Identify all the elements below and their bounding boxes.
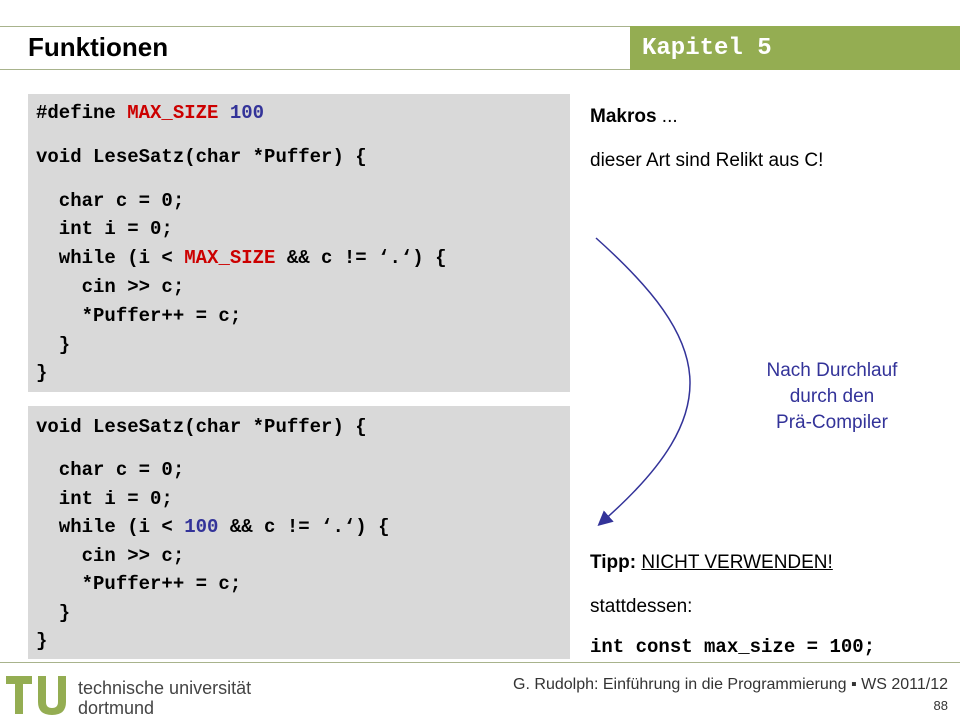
precompiler-label-line-3: Prä-Compiler xyxy=(776,412,888,433)
page-title: Funktionen xyxy=(28,32,169,62)
code-line-close-outer: } xyxy=(36,362,48,384)
code-line-puffer: *Puffer++ = c; xyxy=(36,573,242,595)
stattdessen-note: stattdessen: xyxy=(590,596,693,617)
header-top-line xyxy=(0,26,960,27)
page-number: 88 xyxy=(933,698,948,713)
precompiler-curve-arrow xyxy=(595,237,691,526)
code-line-close-inner: } xyxy=(36,334,71,356)
code-line-int: int i = 0; xyxy=(36,488,173,510)
title-underline xyxy=(0,69,630,70)
code-line-cin: cin >> c; xyxy=(36,545,185,567)
makros-heading: Makros ... xyxy=(590,106,678,127)
tu-logo-icon xyxy=(6,676,66,715)
university-name-line-1: technische universität xyxy=(78,678,252,698)
footer-line xyxy=(0,662,960,663)
code-line-puffer: *Puffer++ = c; xyxy=(36,305,242,327)
code-line-cin: cin >> c; xyxy=(36,276,185,298)
code-line-char: char c = 0; xyxy=(36,459,185,481)
code-block-with-macro: #define MAX_SIZE 100 void LeseSatz(char … xyxy=(28,94,570,392)
code-line-signature: void LeseSatz(char *Puffer) { xyxy=(36,146,367,168)
code-line-while: while (i < 100 && c != ‘.‘) { xyxy=(36,516,390,538)
footer-credit: G. Rudolph: Einführung in die Programmie… xyxy=(513,676,948,693)
university-name-line-2: dortmund xyxy=(78,698,155,718)
code-line-while: while (i < MAX_SIZE && c != ‘.‘) { xyxy=(36,247,447,269)
code-line-char: char c = 0; xyxy=(36,190,185,212)
code-block-expanded: void LeseSatz(char *Puffer) { char c = 0… xyxy=(28,406,570,659)
precompiler-label-line-1: Nach Durchlauf xyxy=(766,360,898,381)
code-line-close-inner: } xyxy=(36,602,71,624)
code-line-define: #define MAX_SIZE 100 xyxy=(36,102,265,124)
const-code-example: int const max_size = 100; xyxy=(590,636,876,658)
precompiler-label-line-2: durch den xyxy=(789,386,875,407)
code-line-signature: void LeseSatz(char *Puffer) { xyxy=(36,416,367,438)
university-name: technische universität dortmund xyxy=(78,678,251,718)
code-line-close-outer: } xyxy=(36,630,48,652)
chapter-badge: Kapitel 5 xyxy=(630,26,960,70)
relikt-note: dieser Art sind Relikt aus C! xyxy=(590,150,824,171)
precompiler-label: Nach Durchlauf durch den Prä-Compiler xyxy=(732,358,932,436)
code-line-int: int i = 0; xyxy=(36,218,173,240)
tipp-note: Tipp: NICHT VERWENDEN! xyxy=(590,552,833,573)
